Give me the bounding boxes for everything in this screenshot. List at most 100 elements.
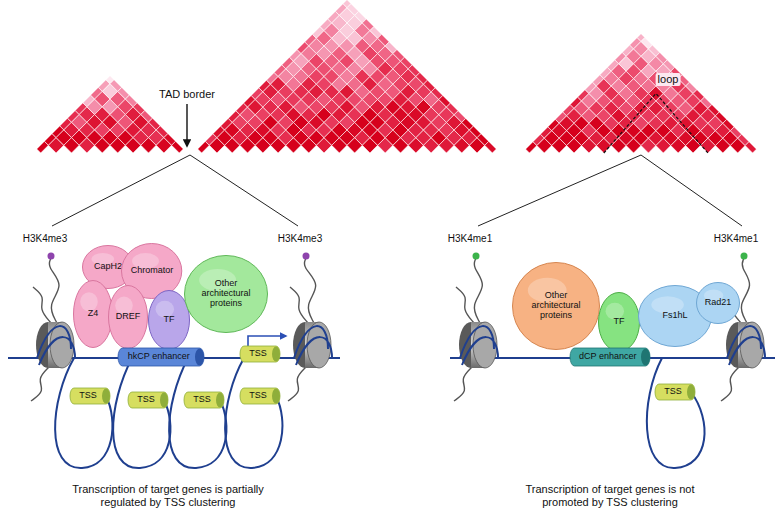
cylinder-body xyxy=(128,392,168,408)
enhancer-cylinder: hkCP enhancer xyxy=(118,348,204,366)
cylinder-body xyxy=(118,348,204,366)
heatmap-cell xyxy=(745,138,760,153)
tss-cylinder: TSS xyxy=(70,388,110,404)
cylinder-body xyxy=(655,384,695,400)
cylinder-end xyxy=(102,388,110,403)
heatmap-triangle xyxy=(33,68,187,153)
histone-mark: H3K4me3 xyxy=(278,233,322,245)
node-label: hkCP enhancer xyxy=(128,352,190,362)
node-label: Other architectural proteins xyxy=(196,279,256,309)
node-label: TF xyxy=(164,315,175,325)
tss-cylinder: TSS xyxy=(128,392,168,408)
heatmap-cell xyxy=(385,38,400,53)
protein-ellipse: Other architectural proteins xyxy=(184,255,268,333)
protein-ellipse: DREF xyxy=(108,285,148,349)
protein-ellipse: Rad21 xyxy=(696,282,740,324)
histone-tail xyxy=(721,367,739,401)
dna-loop xyxy=(169,358,226,468)
node-label: TSS xyxy=(137,395,155,405)
heatmap-cell xyxy=(408,61,423,76)
heatmap-cell xyxy=(522,138,537,153)
cylinder-body xyxy=(240,346,280,362)
histone-tail xyxy=(454,367,472,401)
dna-loop xyxy=(113,358,170,468)
ellipse-outline xyxy=(513,263,600,350)
heatmap-triangle xyxy=(194,0,500,153)
heatmap-cell xyxy=(485,138,500,153)
histone-tail xyxy=(33,287,51,323)
dna-loop xyxy=(225,358,282,468)
histone-mark: H3K4me1 xyxy=(448,233,492,245)
node-label: DREF xyxy=(116,312,141,322)
heatmap-cell xyxy=(370,23,385,38)
heatmap-triangle xyxy=(522,27,760,153)
zoom-line xyxy=(52,155,742,226)
hic-heatmap xyxy=(33,0,760,153)
ellipse-outline xyxy=(697,283,740,324)
cylinder-end xyxy=(641,348,650,365)
dna-wrap xyxy=(460,326,498,365)
cylinder-body xyxy=(184,392,224,408)
methyl-mark xyxy=(303,253,310,260)
methyl-mark xyxy=(473,253,480,260)
border-label: TAD border xyxy=(159,88,215,101)
cylinder-end xyxy=(195,348,204,365)
node-label: TSS xyxy=(249,391,267,401)
dna-loop xyxy=(647,358,705,468)
methyl-mark xyxy=(741,253,748,260)
protein-ellipse: Other architectural proteins xyxy=(512,262,600,350)
tss-cylinder: TSS xyxy=(240,346,280,362)
cylinder-end xyxy=(160,392,168,407)
ellipse-outline xyxy=(185,256,268,333)
heatmap-cell xyxy=(118,84,133,99)
tss-cylinder: TSS xyxy=(184,392,224,408)
histone-tail xyxy=(31,367,49,401)
histone-tail xyxy=(741,258,749,323)
dna-loop xyxy=(55,358,704,468)
node-label: TF xyxy=(614,317,625,327)
loop-outline xyxy=(604,94,708,154)
methyl-mark xyxy=(48,253,55,260)
node-label: Fs1hL xyxy=(662,311,687,321)
tss-cylinder: TSS xyxy=(655,384,695,400)
node-label: Z4 xyxy=(88,309,99,319)
ellipse-outline xyxy=(599,293,640,352)
dna-wrap xyxy=(727,326,765,365)
cylinder-body xyxy=(570,348,650,366)
protein-ellipse: TF xyxy=(598,292,640,352)
panel-caption: Transcription of target genes is not pro… xyxy=(503,483,718,509)
loop-label: loop xyxy=(656,73,681,86)
node-label: Other architectural proteins xyxy=(525,291,587,321)
nucleosome xyxy=(31,253,75,402)
cylinder-body xyxy=(70,388,110,404)
node-label: TSS xyxy=(193,395,211,405)
histone-tail xyxy=(474,258,482,323)
cylinder-end xyxy=(272,346,280,361)
enhancer-cylinder: dCP enhancer xyxy=(570,348,650,366)
node-label: dCP enhancer xyxy=(579,352,636,362)
dna-loop xyxy=(55,358,112,468)
node-label: TSS xyxy=(79,391,97,401)
nucleosomes xyxy=(31,253,765,402)
nucleosome xyxy=(454,253,498,402)
node-label: CapH2 xyxy=(94,262,122,272)
histone-tail xyxy=(456,287,474,323)
histone-mark: H3K4me1 xyxy=(714,233,758,245)
tss-cylinder: TSS xyxy=(240,388,280,404)
border-arrow xyxy=(186,104,187,146)
histone-tail xyxy=(290,287,308,323)
protein-ellipse: Z4 xyxy=(73,280,113,348)
histone-tail xyxy=(49,258,59,323)
ellipse-outline xyxy=(149,291,190,350)
node-label: Chromator xyxy=(131,266,174,276)
panel-caption: Transcription of target genes is partial… xyxy=(48,483,288,509)
cylinder-end xyxy=(272,388,280,403)
cylinder-body xyxy=(240,388,280,404)
node-label: TSS xyxy=(249,349,267,359)
dna-wrap xyxy=(37,326,75,365)
histone-mark: H3K4me3 xyxy=(23,233,67,245)
heatmap-cell xyxy=(446,99,461,114)
ellipse-outline xyxy=(74,281,113,348)
nucleosome xyxy=(721,253,765,402)
node-label: TSS xyxy=(664,387,682,397)
